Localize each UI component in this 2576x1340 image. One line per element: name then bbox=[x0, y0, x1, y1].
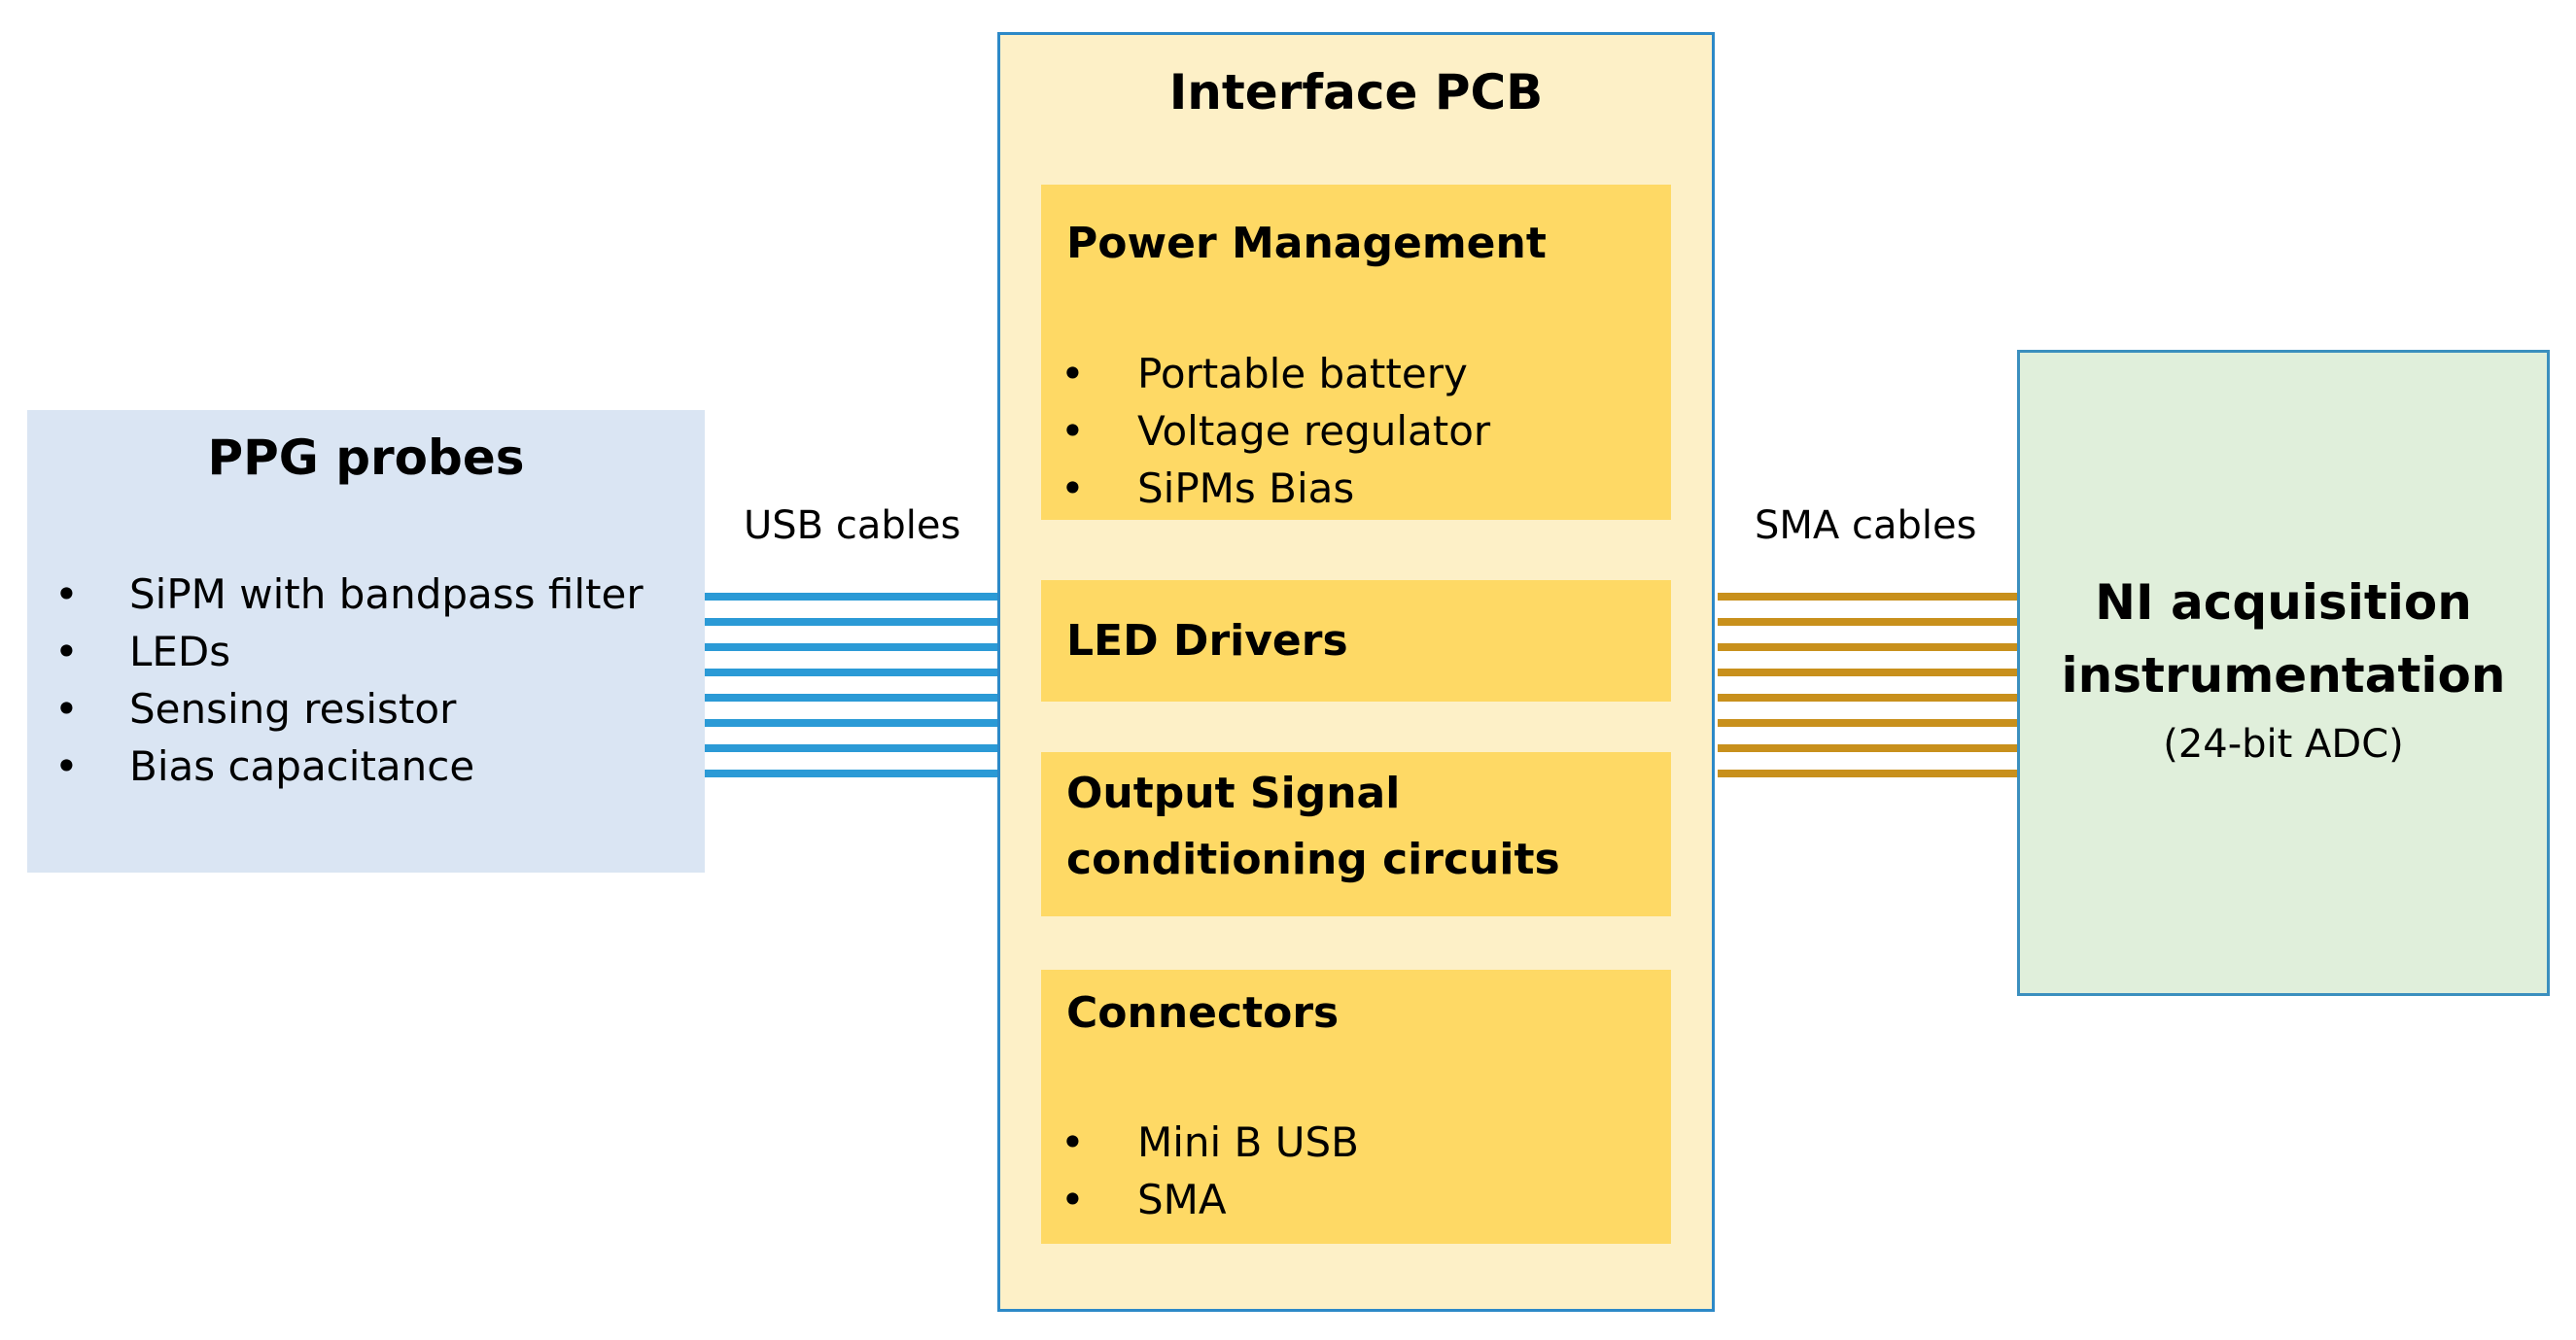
power-management-list: •Portable battery •Voltage regulator •Si… bbox=[1041, 345, 1663, 517]
ni-acquisition-box: NI acquisition instrumentation (24-bit A… bbox=[2017, 350, 2550, 996]
output-signal-block: Output Signal conditioning circuits bbox=[1041, 752, 1671, 916]
power-management-block: Power Management •Portable battery •Volt… bbox=[1041, 185, 1671, 520]
sma-wire bbox=[1718, 669, 2017, 676]
connectors-list: •Mini B USB •SMA bbox=[1041, 1114, 1663, 1228]
usb-wire bbox=[705, 643, 997, 651]
list-item: •Portable battery bbox=[1041, 345, 1663, 402]
bullet-icon: • bbox=[1061, 350, 1085, 397]
usb-wire bbox=[705, 669, 997, 676]
bullet-icon: • bbox=[54, 742, 79, 790]
list-item: •Bias capacitance bbox=[27, 738, 688, 795]
sma-wire bbox=[1718, 593, 2017, 601]
sma-wire bbox=[1718, 643, 2017, 651]
ppg-probes-box: PPG probes •SiPM with bandpass filter •L… bbox=[27, 410, 705, 873]
usb-wire bbox=[705, 593, 997, 601]
connectors-block: Connectors •Mini B USB •SMA bbox=[1041, 970, 1671, 1244]
interface-pcb-title: Interface PCB bbox=[1168, 64, 1544, 120]
bullet-icon: • bbox=[54, 685, 79, 733]
bullet-icon: • bbox=[1061, 1176, 1085, 1223]
ppg-probes-list: •SiPM with bandpass filter •LEDs •Sensin… bbox=[27, 566, 688, 795]
sma-wire bbox=[1718, 744, 2017, 752]
ni-subtitle: (24-bit ADC) bbox=[2163, 722, 2404, 767]
bullet-icon: • bbox=[1061, 1118, 1085, 1166]
bullet-icon: • bbox=[54, 570, 79, 618]
usb-wire bbox=[705, 694, 997, 702]
list-item: •SMA bbox=[1041, 1171, 1663, 1228]
sma-wire bbox=[1718, 694, 2017, 702]
led-drivers-block: LED Drivers bbox=[1041, 580, 1671, 702]
interface-pcb-box: Interface PCB Power Management •Portable… bbox=[997, 32, 1715, 1312]
bullet-icon: • bbox=[1061, 464, 1085, 512]
list-item: •SiPMs Bias bbox=[1041, 460, 1663, 517]
list-item: •LEDs bbox=[27, 623, 688, 680]
sma-wire bbox=[1718, 770, 2017, 777]
power-management-title: Power Management bbox=[1066, 219, 1547, 268]
usb-wire bbox=[705, 770, 997, 777]
sma-wire bbox=[1718, 719, 2017, 727]
led-drivers-title: LED Drivers bbox=[1066, 616, 1348, 666]
usb-cables-label: USB cables bbox=[744, 503, 961, 548]
list-item: •Mini B USB bbox=[1041, 1114, 1663, 1171]
ni-title-line1: NI acquisition bbox=[2095, 574, 2472, 631]
sma-wire bbox=[1718, 618, 2017, 626]
usb-wire bbox=[705, 618, 997, 626]
usb-wire bbox=[705, 719, 997, 727]
ni-title-line2: instrumentation bbox=[2061, 647, 2506, 704]
list-item: •SiPM with bandpass filter bbox=[27, 566, 688, 623]
output-signal-title-line2: conditioning circuits bbox=[1066, 835, 1560, 884]
sma-cables-label: SMA cables bbox=[1755, 503, 1977, 548]
list-item: •Sensing resistor bbox=[27, 680, 688, 738]
bullet-icon: • bbox=[1061, 407, 1085, 455]
list-item: •Voltage regulator bbox=[1041, 402, 1663, 460]
connectors-title: Connectors bbox=[1066, 988, 1340, 1038]
usb-wire bbox=[705, 744, 997, 752]
ppg-probes-title: PPG probes bbox=[207, 429, 525, 486]
output-signal-title-line1: Output Signal bbox=[1066, 769, 1401, 818]
bullet-icon: • bbox=[54, 628, 79, 675]
